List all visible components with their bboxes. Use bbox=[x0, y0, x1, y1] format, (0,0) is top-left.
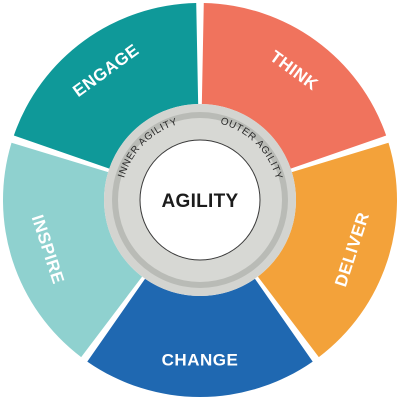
segment-think bbox=[201, 3, 387, 169]
segment-deliver bbox=[257, 142, 397, 358]
segment-change bbox=[87, 278, 313, 397]
agility-center-title: AGILITY bbox=[161, 191, 238, 212]
hub-core-circle bbox=[139, 139, 261, 261]
center-hub: INNER AGILITY OUTER AGILITY AGILITY bbox=[104, 104, 296, 296]
segment-label-change: CHANGE bbox=[162, 351, 239, 370]
wheel-segments bbox=[3, 3, 397, 397]
segment-inspire bbox=[3, 142, 143, 358]
segment-engage bbox=[13, 3, 199, 169]
